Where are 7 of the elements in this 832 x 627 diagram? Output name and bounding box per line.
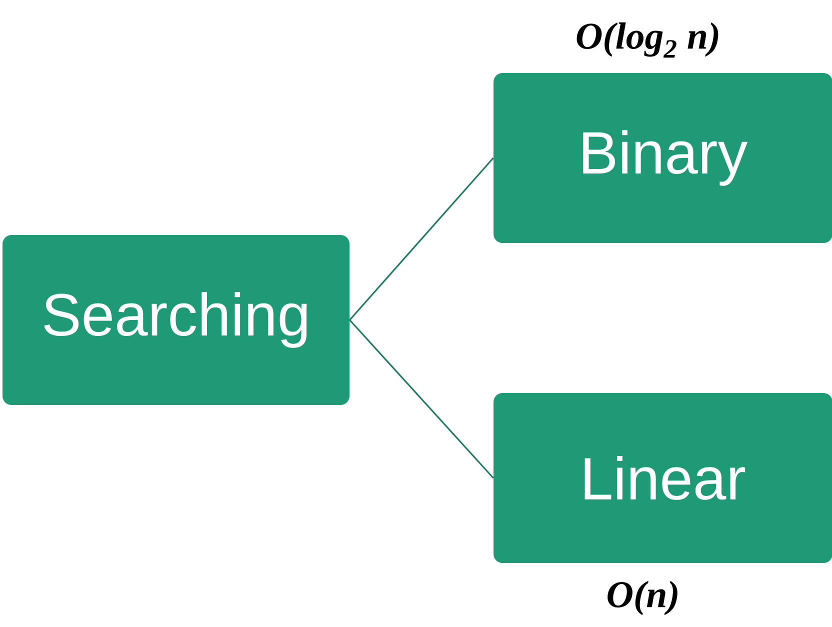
process-box: Linear — [494, 393, 832, 563]
connector-line — [349, 319, 494, 479]
complexity-label: O(log$_{2}$ n) — [576, 22, 718, 58]
connector-line — [349, 157, 494, 321]
process-box: Searching — [2, 235, 350, 405]
process-box: Binary — [494, 73, 832, 243]
complexity-label: O(n) — [608, 580, 678, 616]
